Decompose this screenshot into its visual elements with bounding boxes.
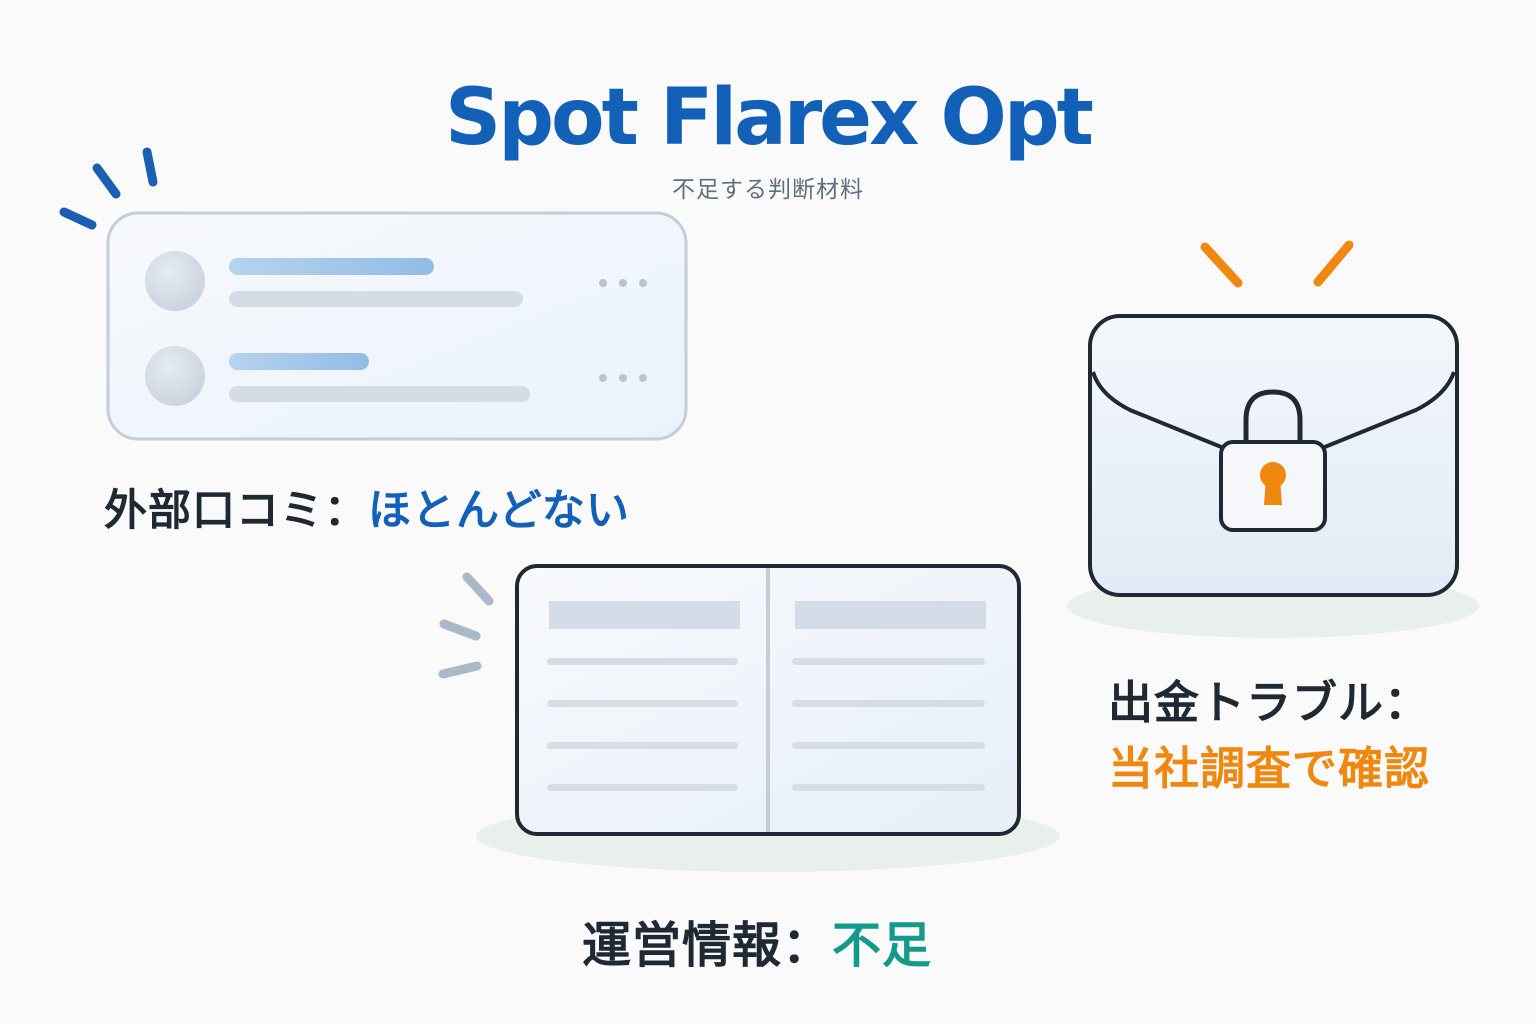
locked-wallet-icon bbox=[1067, 240, 1479, 638]
external-reviews-value: ほとんどない bbox=[368, 486, 630, 536]
withdrawal-trouble-prefix: 出金トラブル： bbox=[1108, 676, 1431, 729]
external-reviews-label: 外部口コミ：ほとんどない bbox=[104, 476, 630, 538]
withdrawal-trouble-value: 当社調査で確認 bbox=[1108, 742, 1431, 795]
operator-info-value: 不足 bbox=[832, 917, 933, 974]
operator-info-label: 運営情報：不足 bbox=[582, 906, 932, 977]
page-subtitle: 不足する判断材料 bbox=[672, 177, 864, 203]
wallet-accent-ticks bbox=[1200, 240, 1354, 288]
review-list-card-icon bbox=[59, 147, 688, 441]
open-book-icon bbox=[438, 564, 1060, 872]
withdrawal-trouble-label: 出金トラブル： 当社調査で確認 bbox=[1108, 670, 1430, 802]
page-title: Spot Flarex Opt bbox=[445, 73, 1094, 163]
external-reviews-prefix: 外部口コミ： bbox=[104, 486, 368, 536]
review-accent-ticks bbox=[59, 147, 158, 230]
book-accent-ticks bbox=[438, 572, 494, 679]
operator-info-prefix: 運営情報： bbox=[582, 917, 833, 974]
